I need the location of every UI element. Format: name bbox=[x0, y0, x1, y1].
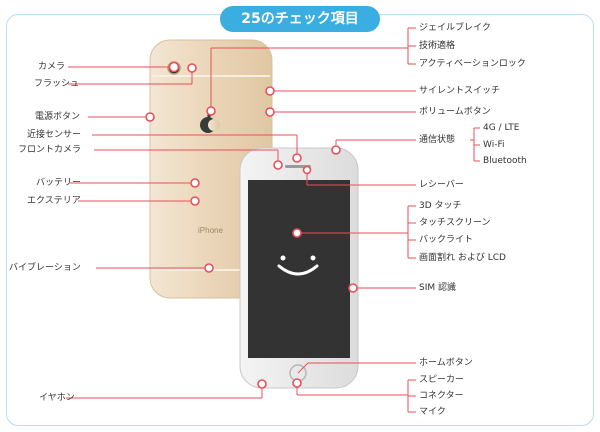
marker-battery bbox=[190, 178, 200, 188]
label-touch-screen: タッチスクリーン bbox=[419, 218, 491, 228]
label-sim: SIM 認識 bbox=[419, 283, 456, 293]
label-screen-crack-lcd: 画面割れ および LCD bbox=[419, 253, 506, 263]
marker-jailbreak bbox=[206, 106, 216, 116]
label-3d-touch: 3D タッチ bbox=[419, 201, 462, 211]
phone-front bbox=[239, 147, 359, 389]
label-earphone: イヤホン bbox=[39, 393, 75, 403]
label-proximity-sensor: 近接センサー bbox=[27, 130, 82, 140]
label-speaker: スピーカー bbox=[419, 375, 465, 385]
marker-circles bbox=[145, 61, 358, 389]
label-camera: カメラ bbox=[38, 62, 66, 72]
label-network-4g: 4G / LTE bbox=[483, 123, 520, 133]
label-jailbreak: ジェイルブレイク bbox=[419, 23, 491, 33]
label-home-button: ホームボタン bbox=[419, 358, 473, 368]
marker-volume-button bbox=[265, 107, 275, 117]
smile-face-icon bbox=[277, 255, 319, 276]
marker-power-button bbox=[145, 112, 155, 122]
label-power-button: 電源ボタン bbox=[35, 112, 81, 122]
label-silent-switch: サイレントスイッチ bbox=[419, 86, 501, 96]
label-front-camera: フロントカメラ bbox=[18, 145, 82, 155]
label-receiver: レシーバー bbox=[419, 180, 464, 190]
marker-touch-screen bbox=[292, 228, 302, 238]
label-activation-lock: アクティベーションロック bbox=[419, 59, 526, 69]
label-vibration: バイブレーション bbox=[9, 263, 81, 273]
marker-flash bbox=[187, 63, 197, 73]
marker-earphone bbox=[257, 379, 267, 389]
marker-silent-switch bbox=[265, 86, 275, 96]
label-volume-button: ボリュームボタン bbox=[419, 107, 491, 117]
page-title: 25のチェック項目 bbox=[220, 6, 380, 32]
marker-network-status bbox=[331, 145, 341, 155]
label-mic: マイク bbox=[419, 407, 446, 417]
marker-vibration bbox=[204, 263, 214, 273]
label-technical-compliance: 技術適格 bbox=[419, 41, 456, 51]
marker-proximity-sensor bbox=[292, 153, 302, 163]
phone-screen bbox=[248, 180, 350, 358]
apple-logo-icon bbox=[200, 110, 220, 133]
label-backlight: バックライト bbox=[419, 235, 474, 245]
marker-sim bbox=[348, 283, 358, 293]
label-network-bluetooth: Bluetooth bbox=[483, 156, 527, 166]
label-battery: バッテリー bbox=[36, 178, 82, 188]
marker-exterior bbox=[190, 196, 200, 206]
marker-receiver bbox=[302, 165, 312, 175]
label-connector: コネクター bbox=[419, 391, 464, 401]
marker-camera bbox=[168, 61, 180, 73]
phone-back-brand: iPhone bbox=[198, 226, 223, 235]
label-exterior: エクステリア bbox=[27, 196, 81, 206]
label-network-status: 通信状態 bbox=[419, 135, 456, 145]
marker-front-camera bbox=[273, 160, 283, 170]
label-flash: フラッシュ bbox=[34, 79, 80, 89]
label-network-wifi: Wi-Fi bbox=[483, 140, 505, 150]
marker-speaker bbox=[292, 378, 302, 388]
